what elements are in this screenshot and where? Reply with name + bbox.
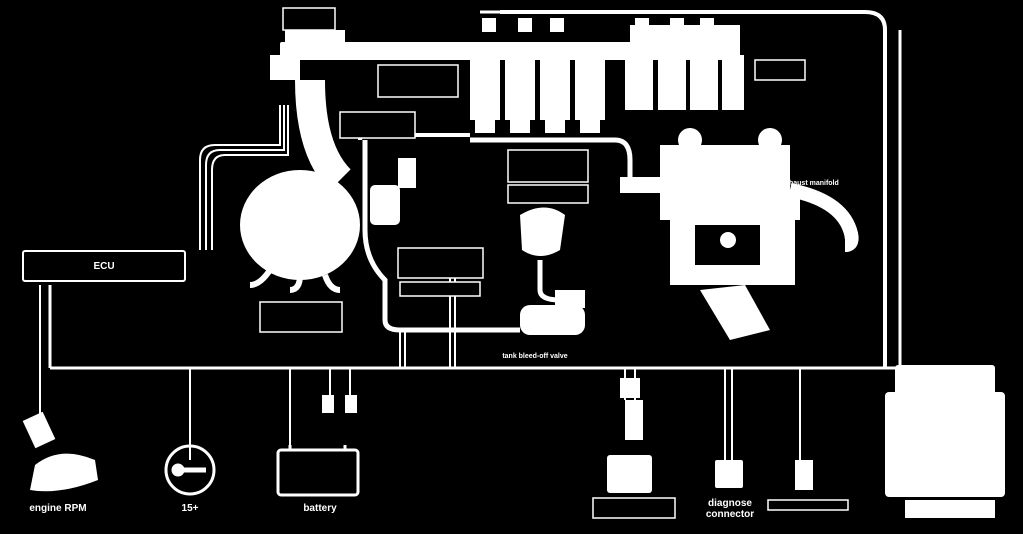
purge-valve bbox=[520, 207, 585, 335]
main-harness bbox=[48, 10, 900, 370]
exhaust-manifold-label: exhaust manifold bbox=[781, 180, 839, 187]
engine-rpm-label: engine RPM bbox=[29, 503, 87, 514]
fuse-icon bbox=[322, 395, 357, 413]
battery-icon bbox=[276, 445, 360, 497]
info-boxes bbox=[259, 7, 849, 519]
ecu-box: ECU bbox=[22, 250, 186, 282]
valve-assembly bbox=[358, 133, 470, 225]
engine-control-unit bbox=[885, 365, 1005, 518]
engine-cylinder bbox=[620, 128, 859, 340]
injectors-right bbox=[625, 55, 744, 110]
ecu-label: ECU bbox=[93, 260, 115, 272]
canister-line bbox=[295, 79, 352, 191]
rpm-sensor-icon bbox=[22, 411, 98, 492]
diag-connector-plug bbox=[607, 378, 813, 493]
top-connectors bbox=[482, 18, 714, 32]
diagnose-label-line2: connector bbox=[705, 509, 755, 520]
diagnose-label-line1: diagnose bbox=[708, 498, 752, 509]
tank-valve-label: tank bleed-off valve bbox=[502, 353, 568, 360]
ignition-label: 15+ bbox=[181, 503, 199, 514]
fuel-tank bbox=[240, 170, 360, 280]
inlet-manifold-label: inlet manifold bbox=[625, 180, 671, 187]
battery-label: battery bbox=[303, 503, 337, 514]
injectors-left bbox=[470, 60, 605, 133]
ignition-key-icon bbox=[164, 444, 216, 496]
